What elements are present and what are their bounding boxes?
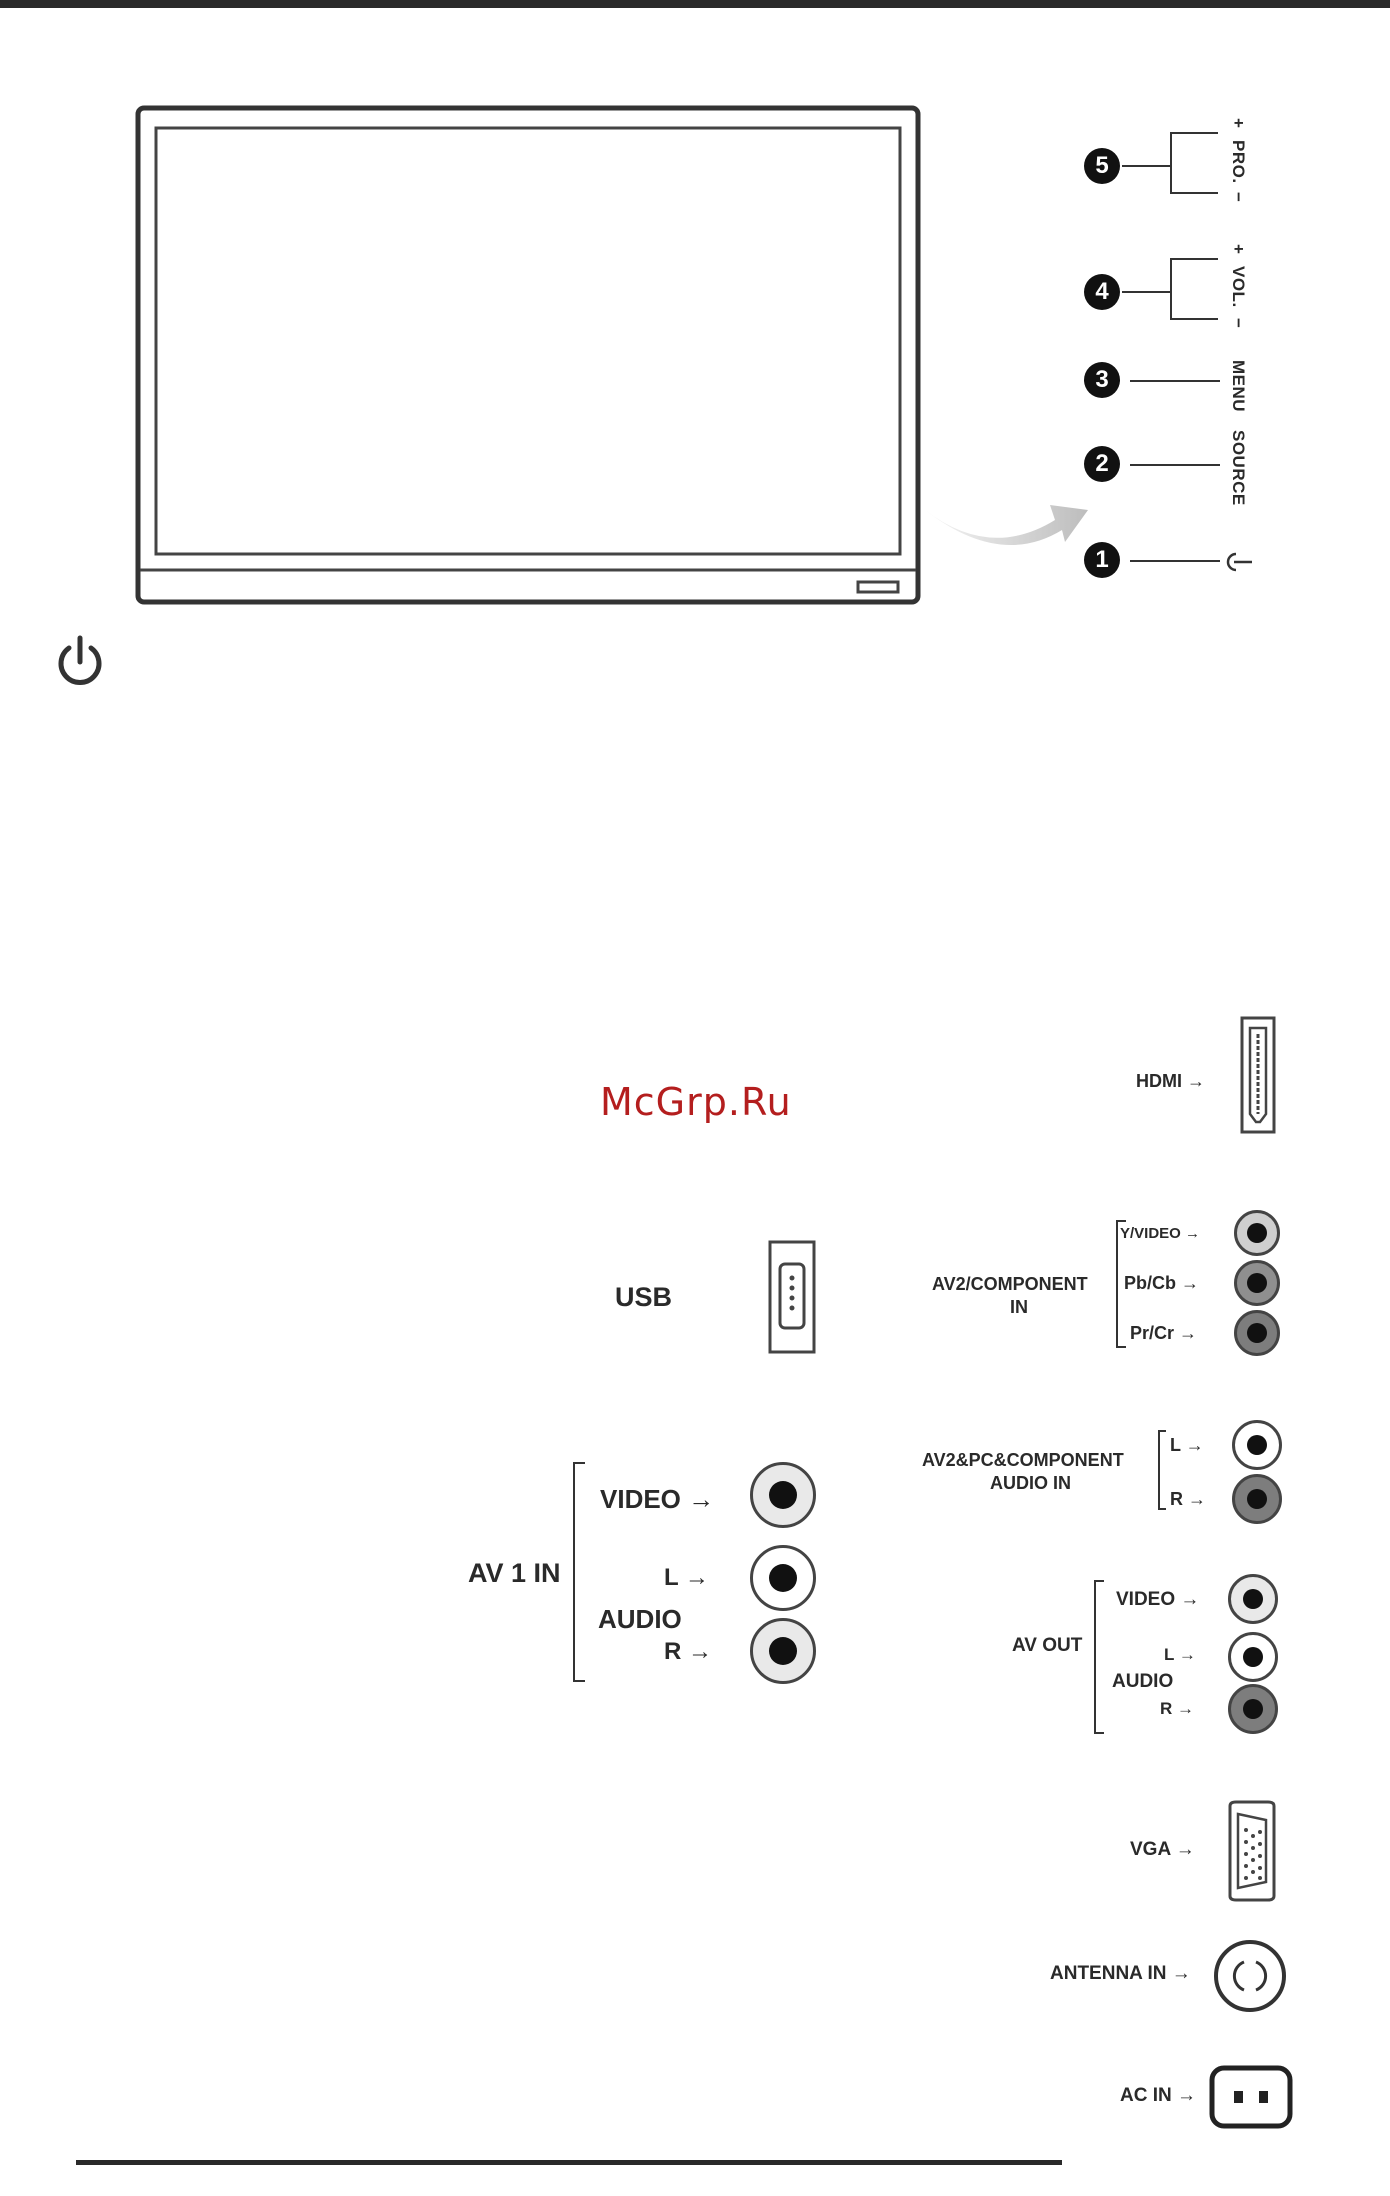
button-number-5: 5 [1084,148,1120,184]
av1-audio-left-jack[interactable] [750,1545,816,1611]
pb-cb-jack[interactable] [1234,1260,1280,1306]
vga-label: VGA → [1130,1840,1195,1859]
av2-component-label-line2: IN [1010,1298,1028,1316]
source-button-label[interactable]: SOURCE [1228,430,1248,506]
av1-audio-label: AUDIO [598,1606,682,1632]
av1-video-jack[interactable] [750,1462,816,1528]
av2-pc-audio-label-line2: AUDIO IN [990,1474,1071,1492]
pro-plus-label: + [1228,118,1248,128]
top-rule [0,0,1390,8]
antenna-port-icon[interactable] [1212,1938,1288,2014]
av1-left-label: L → [664,1566,709,1590]
tv-ir-window [858,582,898,592]
ac-in-port-icon[interactable] [1208,2064,1294,2130]
power-symbol-icon [52,632,108,692]
av-out-group-label: AV OUT [1012,1636,1082,1655]
power-icon[interactable] [1222,550,1254,572]
button-number-1: 1 [1084,542,1120,578]
tv-front-illustration [130,100,930,610]
watermark-text: McGrp.Ru [600,1080,792,1124]
av-out-audio-label: AUDIO [1112,1672,1173,1691]
pro-button-label[interactable]: PRO. [1228,140,1248,184]
vol-minus-label: − [1228,318,1248,328]
ac-in-label: AC IN → [1120,2086,1196,2105]
hdmi-label: HDMI → [1136,1072,1205,1090]
vga-port-icon[interactable] [1222,1800,1282,1902]
button-number-3: 3 [1084,362,1120,398]
usb-label: USB [615,1284,672,1311]
av1-right-label: R → [664,1640,712,1664]
menu-button-label[interactable]: MENU [1228,360,1248,412]
av-out-video-jack[interactable] [1228,1574,1278,1624]
pc-audio-right-jack[interactable] [1232,1474,1282,1524]
av-out-right-jack[interactable] [1228,1684,1278,1734]
pro-minus-label: − [1228,192,1248,202]
button-number-2: 2 [1084,446,1120,482]
vol-plus-label: + [1228,244,1248,254]
pr-cr-label: Pr/Cr → [1130,1324,1197,1342]
av2-component-label-line1: AV2/COMPONENT [932,1275,1088,1293]
pc-audio-left-jack[interactable] [1232,1420,1282,1470]
av-out-left-jack[interactable] [1228,1632,1278,1682]
pr-cr-jack[interactable] [1234,1310,1280,1356]
av1-audio-right-jack[interactable] [750,1618,816,1684]
av1-in-group-label: AV 1 IN [468,1560,561,1587]
usb-port-icon[interactable] [764,1238,820,1356]
y-video-jack[interactable] [1234,1210,1280,1256]
av-out-video-label: VIDEO → [1116,1590,1199,1609]
pc-audio-right-label: R → [1170,1490,1206,1508]
av1-video-label: VIDEO → [600,1486,714,1512]
av-out-right-label: R → [1160,1700,1194,1717]
bottom-rule [76,2160,1062,2165]
vol-button-label[interactable]: VOL. [1228,266,1248,308]
pb-cb-label: Pb/Cb → [1124,1274,1199,1292]
y-video-label: Y/VIDEO → [1120,1226,1200,1241]
av2-pc-audio-label-line1: AV2&PC&COMPONENT [922,1451,1124,1469]
antenna-label: ANTENNA IN → [1050,1964,1191,1983]
pc-audio-left-label: L → [1170,1436,1204,1454]
tv-screen [156,128,900,554]
av-out-left-label: L → [1164,1646,1196,1663]
curved-arrow [920,490,1100,570]
hdmi-port-icon[interactable] [1236,1014,1280,1136]
button-number-4: 4 [1084,274,1120,310]
